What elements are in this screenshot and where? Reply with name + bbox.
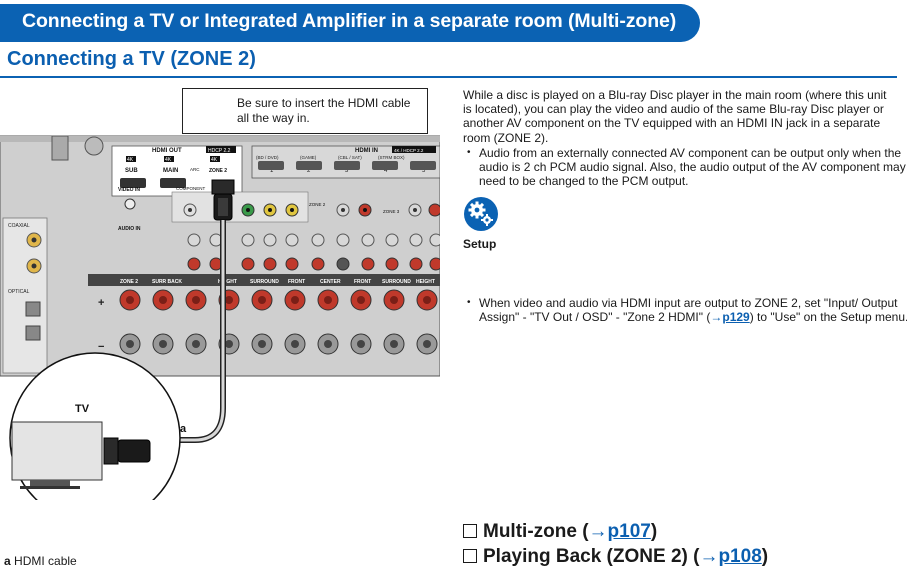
- svg-text:HEIGHT: HEIGHT: [416, 279, 435, 285]
- tv-icon: [11, 421, 103, 481]
- cable-letter: a: [180, 423, 187, 435]
- svg-text:ZONE 2: ZONE 2: [209, 168, 227, 174]
- svg-text:3: 3: [345, 168, 349, 174]
- setup-label: Setup: [463, 237, 497, 251]
- svg-text:CENTER: CENTER: [320, 279, 341, 285]
- svg-text:ARC: ARC: [190, 167, 200, 172]
- svg-text:FRONT: FRONT: [354, 279, 371, 285]
- hdcp-badge: HDCP 2.2: [208, 148, 231, 154]
- svg-text:FRONT: FRONT: [288, 279, 305, 285]
- p107-link[interactable]: p107: [607, 521, 651, 542]
- svg-text:−: −: [98, 341, 104, 353]
- svg-text:VIDEO IN: VIDEO IN: [118, 187, 140, 193]
- svg-text:SUB: SUB: [125, 168, 138, 174]
- svg-text:4K: 4K: [211, 157, 218, 163]
- figure-caption: a HDMI cable: [4, 554, 77, 568]
- svg-text:SURROUND: SURROUND: [250, 279, 279, 285]
- callout-text: Be sure to insert the HDMI cable all the…: [237, 96, 411, 125]
- audio-note-bullet: Audio from an externally connected AV co…: [463, 146, 907, 189]
- svg-text:4K: 4K: [127, 157, 134, 163]
- setup-gear-icon: [464, 197, 498, 231]
- svg-text:4K: 4K: [165, 157, 172, 163]
- svg-text:SURR BACK: SURR BACK: [152, 279, 182, 285]
- section-title: Connecting a TV or Integrated Amplifier …: [22, 10, 677, 32]
- svg-text:AUDIO IN: AUDIO IN: [118, 226, 141, 232]
- multizone-link-row[interactable]: Multi-zone (→p107): [463, 521, 657, 543]
- connection-diagram: COAXIAL OPTICAL HDMI OUT HDCP 2.2 4K 4K …: [0, 91, 440, 500]
- svg-text:(GAME): (GAME): [300, 155, 317, 160]
- svg-text:ZONE 2: ZONE 2: [309, 202, 326, 207]
- setup-bullet: When video and audio via HDMI input are …: [463, 296, 907, 324]
- svg-text:2: 2: [307, 168, 311, 174]
- svg-text:(BD / DVD): (BD / DVD): [256, 155, 279, 160]
- svg-text:HEIGHT: HEIGHT: [218, 279, 237, 285]
- checkbox-icon: [463, 524, 477, 538]
- svg-text:ZONE 2: ZONE 2: [120, 279, 138, 285]
- hdmi-out-label: HDMI OUT: [152, 148, 182, 154]
- svg-text:(STRM BOX): (STRM BOX): [378, 155, 405, 160]
- svg-text:ZONE 3: ZONE 3: [383, 209, 400, 214]
- audio-in-jacks: [187, 233, 440, 271]
- svg-text:(CBL / SAT): (CBL / SAT): [338, 155, 362, 160]
- page-subtitle: Connecting a TV (ZONE 2): [7, 48, 256, 70]
- optical-label: OPTICAL: [8, 289, 30, 295]
- subtitle-underline: [0, 76, 897, 78]
- svg-text:+: +: [98, 297, 104, 309]
- svg-text:COMPONENT: COMPONENT: [176, 186, 206, 191]
- hdmi-in-label: HDMI IN: [355, 148, 378, 154]
- checkbox-icon: [463, 549, 477, 563]
- svg-text:4: 4: [384, 168, 388, 174]
- svg-text:5: 5: [422, 168, 426, 174]
- svg-text:4K / HDCP 2.2: 4K / HDCP 2.2: [394, 148, 424, 153]
- speaker-terminals: [119, 289, 438, 355]
- p129-link[interactable]: p129: [722, 309, 750, 324]
- p108-link[interactable]: p108: [718, 546, 762, 567]
- playing-back-link-row[interactable]: Playing Back (ZONE 2) (→p108): [463, 546, 768, 568]
- coaxial-label: COAXIAL: [8, 223, 30, 229]
- svg-text:MAIN: MAIN: [163, 168, 178, 174]
- svg-text:1: 1: [270, 168, 274, 174]
- section-banner: Connecting a TV or Integrated Amplifier …: [0, 4, 700, 42]
- tv-label: TV: [75, 403, 90, 415]
- svg-text:SURROUND: SURROUND: [382, 279, 411, 285]
- hdmi-plug-top: [211, 179, 235, 195]
- intro-paragraph: While a disc is played on a Blu-ray Disc…: [463, 88, 887, 145]
- hdmi-insert-callout: Be sure to insert the HDMI cable all the…: [182, 88, 428, 134]
